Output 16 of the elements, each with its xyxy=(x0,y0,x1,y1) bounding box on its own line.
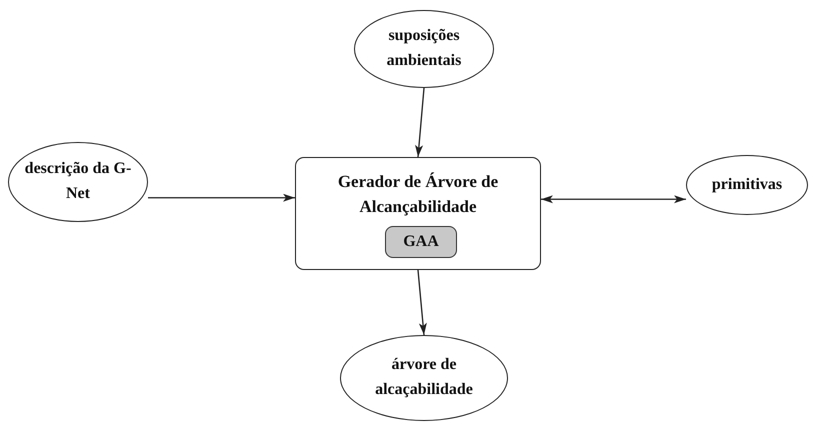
node-label: suposições ambientais xyxy=(386,26,462,71)
node-label: GAA xyxy=(403,232,439,252)
label-box xyxy=(385,226,457,258)
ellipse-node xyxy=(8,142,148,222)
node-label: Gerador de Árvore de Alcançabilidade xyxy=(336,171,500,218)
ellipse-node xyxy=(340,335,508,421)
node-label: árvore de alcaçabilidade xyxy=(374,355,474,400)
process-box xyxy=(295,157,541,270)
arrow xyxy=(415,88,425,158)
arrow xyxy=(541,195,686,204)
node-label: descrição da G-Net xyxy=(24,159,132,204)
arrow xyxy=(417,270,427,336)
arrow xyxy=(148,194,295,202)
ellipse-node xyxy=(354,10,494,88)
node-label: primitivas xyxy=(712,174,782,195)
ellipse-node xyxy=(686,155,808,215)
